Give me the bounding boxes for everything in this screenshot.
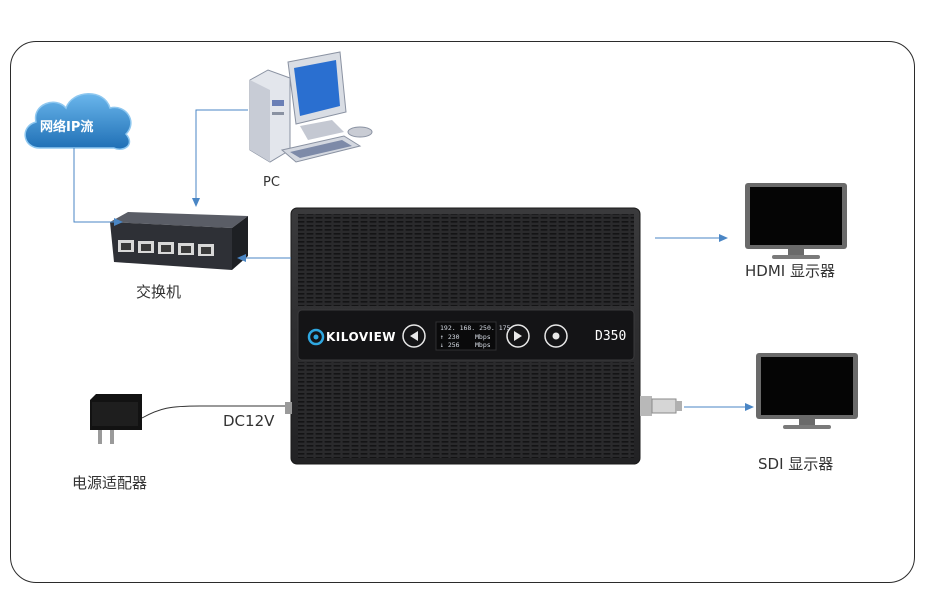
switch-label: 交换机 xyxy=(136,283,182,301)
device-model: D350 xyxy=(595,329,627,344)
cloud-label: 网络IP流 xyxy=(40,120,94,135)
sdi-display-label: SDI 显示器 xyxy=(758,455,834,473)
lcd-down: ↓ 256 xyxy=(440,341,460,349)
diagram-frame xyxy=(10,41,915,583)
pc-to-switch-arrow xyxy=(192,109,248,207)
device-brand: KILOVIEW xyxy=(326,330,397,344)
power-adapter-label: 电源适配器 xyxy=(72,474,148,492)
power-port-label: DC12V xyxy=(223,412,275,430)
decoder-device xyxy=(285,207,682,465)
pc-icon xyxy=(249,51,373,163)
lcd-up: ↑ 230 xyxy=(440,333,460,341)
sdi-monitor-icon xyxy=(756,353,858,429)
power-adapter-icon xyxy=(90,394,285,444)
lcd-ip: 192. 168. 250. 175 xyxy=(440,324,511,332)
hdmi-display-label: HDMI 显示器 xyxy=(745,262,835,280)
pc-label: PC xyxy=(263,175,280,190)
hdmi-monitor-icon xyxy=(745,183,847,259)
lcd-up-unit: Mbps xyxy=(475,333,491,341)
network-switch-icon xyxy=(110,212,248,270)
cloud-to-switch-arrow xyxy=(73,148,123,226)
cloud-icon xyxy=(24,93,132,150)
lcd-down-unit: Mbps xyxy=(475,341,491,349)
